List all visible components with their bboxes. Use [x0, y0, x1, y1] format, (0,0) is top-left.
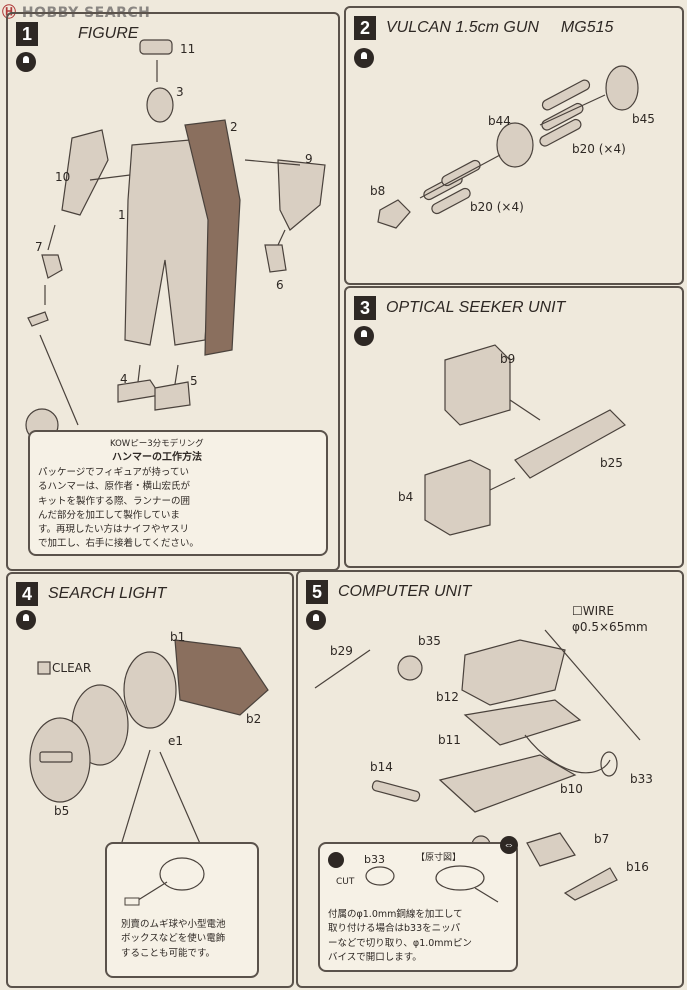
light-note: 別賣のムギ球や小型電池 ボックスなどを使い電飾 することも可能です。 [105, 842, 259, 978]
step-number: 5 [306, 580, 328, 604]
step-subtitle: MG515 [560, 19, 614, 36]
note-line: 付属のφ1.0mm銅線を加工して [328, 909, 463, 920]
note-line: で加工し、右手に接着してください。 [38, 538, 199, 550]
step5-header: 5 COMPUTER UNIT [306, 580, 471, 604]
note-line: ボックスなどを使い電飾 [121, 933, 226, 945]
part-label: 6 [276, 278, 284, 292]
step1-header: 1 FIGURE [16, 22, 138, 46]
step-title: SEARCH LIGHT [48, 585, 167, 602]
computer-drawing [314, 629, 641, 901]
step-title: VULCAN 1.5cm GUN [386, 19, 539, 36]
step4-header: 4 SEARCH LIGHT [16, 582, 166, 606]
step2-header: 2 VULCAN 1.5cm GUN MG515 [354, 16, 613, 40]
vulcan-drawing [377, 65, 639, 229]
part-label: 11 [180, 42, 196, 56]
panel-figure: 1 FIGURE [6, 12, 340, 571]
wire-label: ☐WIRE [572, 604, 615, 618]
part-label: 10 [55, 170, 71, 184]
part-label: b5 [54, 804, 70, 818]
part-label: b12 [436, 690, 459, 704]
panel-computer: 5 COMPUTER UNIT [296, 570, 684, 988]
note-tag: 【原寸図】 [416, 853, 462, 863]
panel-optical: 3 OPTICAL SEEKER UNIT [344, 286, 684, 568]
part-label: b1 [170, 630, 186, 644]
note-line: 別賣のムギ球や小型電池 [121, 919, 226, 930]
step-number: 4 [16, 582, 38, 606]
part-label: b33 [630, 772, 653, 786]
panel-vulcan: 2 VULCAN 1.5cm GUN MG515 [344, 6, 684, 285]
screw-icon [16, 610, 36, 630]
part-label: b9 [500, 352, 516, 366]
note-line: パッケージでフィギュアが持ってい [38, 467, 189, 478]
part-label: b44 [488, 114, 511, 128]
step3-header: 3 OPTICAL SEEKER UNIT [354, 296, 565, 320]
note-part: b33 [364, 853, 385, 866]
note-line: することも可能です。 [121, 947, 216, 959]
step-title: FIGURE [78, 25, 139, 42]
part-label: b14 [370, 760, 393, 774]
part-label: 3 [176, 85, 184, 99]
screw-icon [16, 52, 36, 72]
part-label: 2 [230, 120, 238, 134]
part-label: b7 [594, 832, 610, 846]
part-label: b4 [398, 490, 414, 504]
part-label: b2 [246, 712, 262, 726]
screw-icon [354, 326, 374, 346]
note-line: キットを製作する際、ランナーの囲 [38, 495, 191, 507]
part-label: e1 [168, 734, 184, 748]
note-heading: KOWピー3分モデリング [110, 439, 204, 449]
note-line: バイスで開口します。 [328, 951, 422, 963]
part-label: 4 [120, 372, 128, 386]
part-label: b16 [626, 860, 649, 874]
loop-icon [365, 865, 499, 903]
note-line: 取り付ける場合はb33をニッパ [328, 923, 461, 935]
part-label: 1 [118, 208, 126, 222]
wire-label-text: WIRE [582, 604, 615, 618]
part-label: b35 [418, 634, 441, 648]
part-label: 5 [190, 374, 198, 388]
step-title: COMPUTER UNIT [338, 583, 472, 600]
wire-note: b33 【原寸図】 CUT 付属のφ1.0mm銅線を加工して 取り付ける場合はb… [318, 842, 518, 972]
part-label: b11 [438, 733, 461, 747]
step-number: 3 [354, 296, 376, 320]
searchlight-drawing [29, 639, 269, 866]
note-line: す。再現したい方はナイフやヤスリ [38, 524, 190, 535]
hammer-note: KOWピー3分モデリング ハンマーの工作方法 パッケージでフィギュアが持ってい … [28, 430, 328, 556]
step-number: 2 [354, 16, 376, 40]
bulb-icon [124, 857, 205, 906]
note-cut: CUT [336, 877, 355, 887]
screw-icon [354, 48, 374, 68]
step-number: 1 [16, 22, 38, 46]
wire-spec: φ0.5×65mm [572, 620, 648, 634]
part-label: b45 [632, 112, 655, 126]
note-heading-bold: ハンマーの工作方法 [112, 452, 202, 463]
part-label: b8 [370, 184, 386, 198]
part-label: b29 [330, 644, 353, 658]
cutter-icon [328, 852, 344, 868]
note-line: んだ部分を加工して製作していま [38, 509, 180, 521]
screw-icon [306, 610, 326, 630]
clear-label: CLEAR [52, 661, 92, 675]
part-label: b10 [560, 782, 583, 796]
step-title: OPTICAL SEEKER UNIT [386, 299, 566, 316]
part-label: b25 [600, 456, 623, 470]
part-label: b20 (×4) [572, 142, 626, 156]
next-arrow-icon: ⇔ [500, 836, 518, 854]
panel-searchlight: 4 SEARCH LIGHT [6, 572, 294, 988]
optical-drawing [424, 344, 626, 536]
note-line: るハンマーは、原作者・横山宏氏が [38, 481, 191, 493]
figure-drawing [25, 39, 326, 442]
part-label: b20 (×4) [470, 200, 524, 214]
part-label: 7 [35, 240, 43, 254]
note-line: ーなどで切り取り、φ1.0mmピン [328, 937, 472, 949]
part-label: 9 [305, 152, 313, 166]
